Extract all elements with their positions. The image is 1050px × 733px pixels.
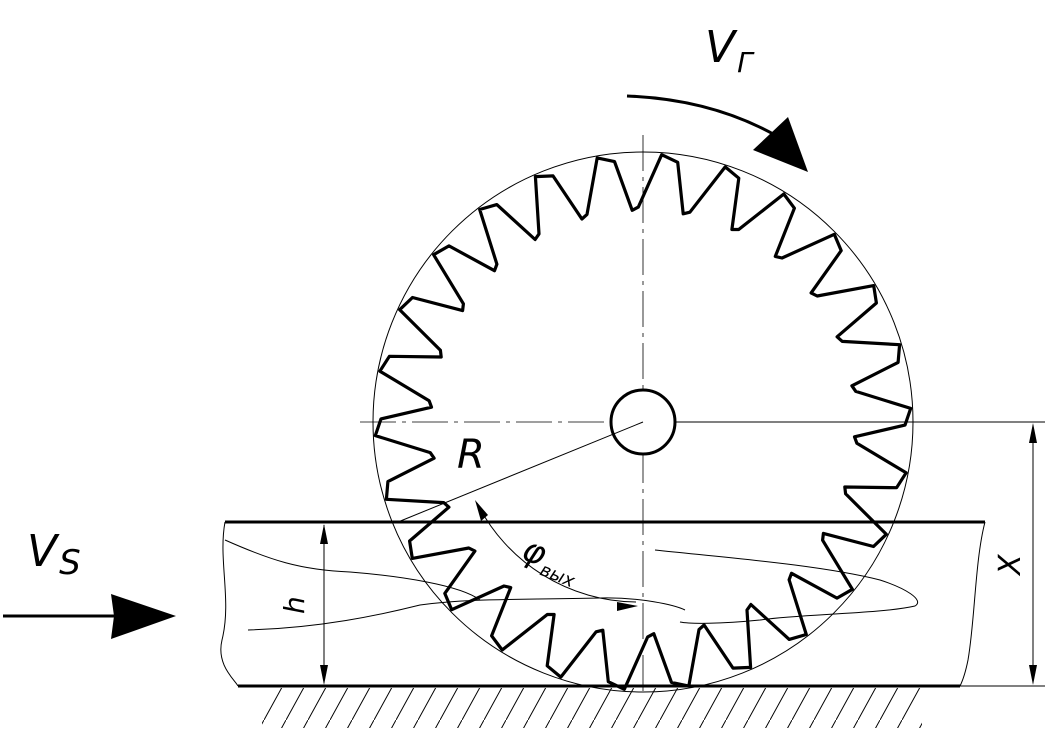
- angle-arrow-start: [475, 500, 488, 521]
- exit-angle-label: φвых: [515, 529, 586, 592]
- workpiece-right-break: [959, 521, 986, 687]
- rotation-arrowhead: [753, 117, 808, 172]
- saw-teeth: [373, 153, 913, 691]
- x-arrow-bottom: [1029, 665, 1037, 685]
- base-hatching: [262, 688, 922, 728]
- angle-dimension: [475, 500, 638, 611]
- height-label: h: [278, 596, 311, 614]
- base-support: [262, 688, 922, 728]
- wood-grain-line: [224, 539, 481, 601]
- rotation-arrow-arc: [626, 94, 776, 137]
- angle-arrow-end: [617, 602, 638, 611]
- angle-arc: [476, 502, 637, 603]
- wood-grain-line: [654, 549, 918, 624]
- workpiece-left-break: [220, 521, 239, 687]
- x-arrow-top: [1029, 423, 1037, 443]
- feed-arrowhead: [111, 594, 176, 639]
- feed-speed-label: VS: [27, 526, 81, 583]
- h-arrow-bottom: [320, 665, 328, 685]
- x-dimension: [675, 421, 1045, 687]
- h-arrow-top: [320, 524, 328, 544]
- feed-arrow: [3, 594, 176, 639]
- h-dimension: [320, 524, 328, 685]
- position-x-label: X: [993, 553, 1028, 577]
- radius-line: [397, 421, 644, 523]
- radius-label: R: [457, 432, 485, 478]
- rotation-arrow: [626, 94, 808, 172]
- rotation-speed-label: VГ: [705, 22, 755, 79]
